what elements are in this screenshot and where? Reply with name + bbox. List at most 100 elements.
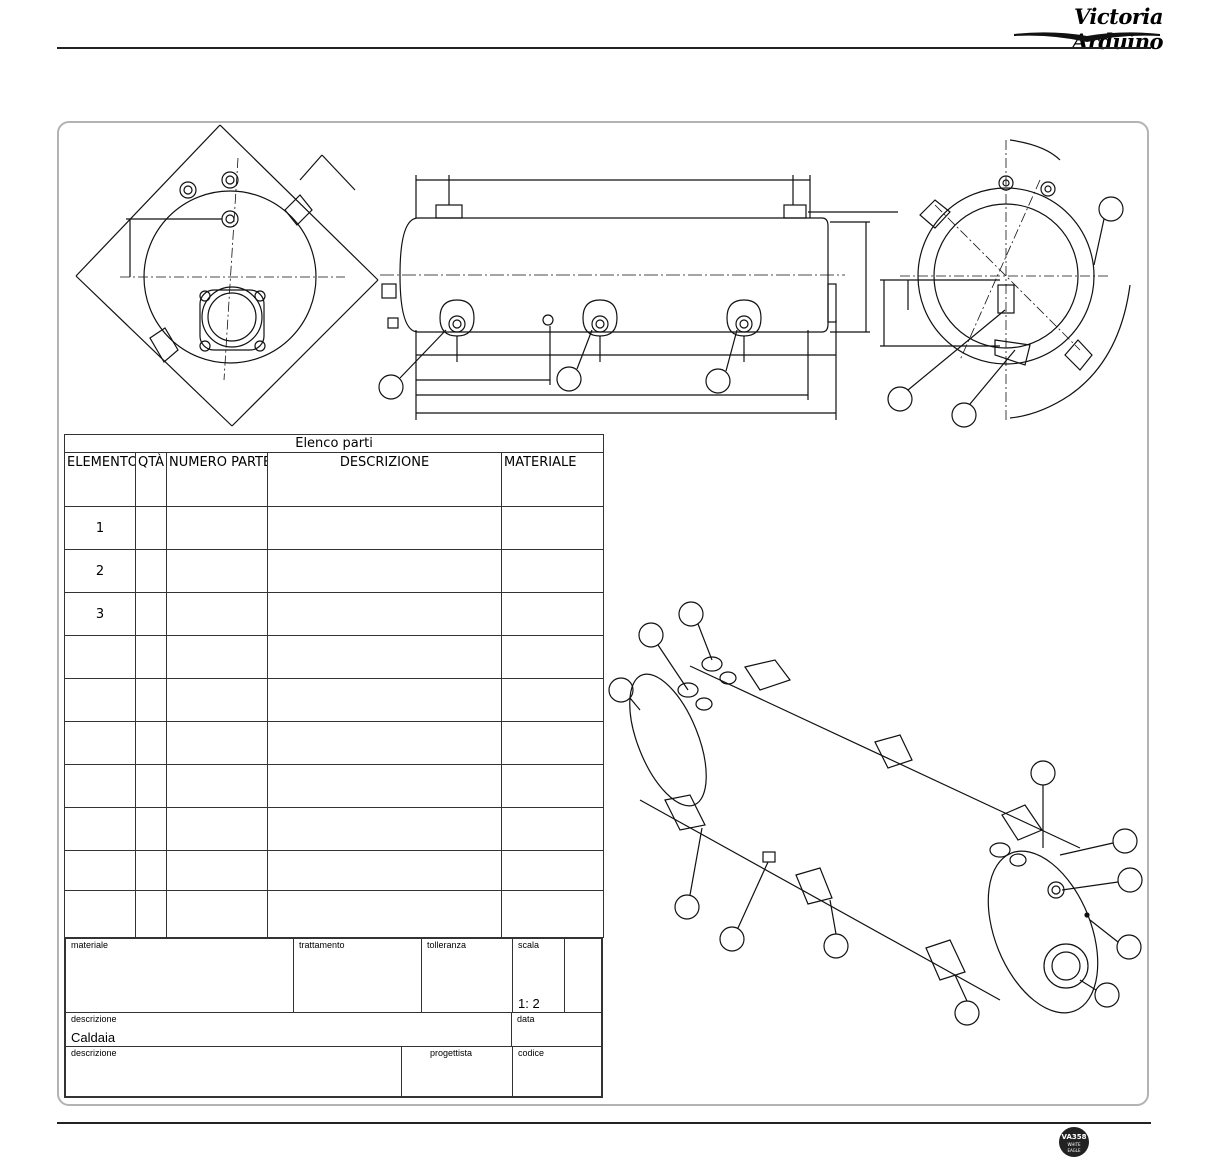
table-cell-qta	[136, 808, 167, 851]
table-cell-descrizione	[268, 851, 502, 891]
table-cell-qta	[136, 507, 167, 550]
table-cell-elemento	[65, 722, 136, 765]
table-cell-qta	[136, 851, 167, 891]
table-cell-elemento	[65, 636, 136, 679]
table-cell-numero-parte	[167, 851, 268, 891]
table-cell-descrizione	[268, 507, 502, 550]
tolleranza-label: tolleranza	[427, 940, 466, 950]
table-cell-descrizione	[268, 593, 502, 636]
table-cell-numero-parte	[167, 550, 268, 593]
codice-cell: codice	[512, 1046, 602, 1097]
table-cell-qta	[136, 679, 167, 722]
parts-list-title: Elenco parti	[65, 435, 604, 453]
data-label: data	[517, 1014, 535, 1024]
table-cell-numero-parte	[167, 722, 268, 765]
isometric-view	[609, 602, 1142, 1029]
table-cell-qta	[136, 636, 167, 679]
trattamento-cell: trattamento	[293, 938, 422, 1013]
table-cell-materiale	[502, 679, 604, 722]
progettista-cell: progettista	[401, 1046, 513, 1097]
table-cell-numero-parte	[167, 636, 268, 679]
rear-view	[880, 140, 1130, 427]
table-cell-elemento: 2	[65, 550, 136, 593]
badge-top-text: VA358	[1062, 1133, 1087, 1141]
va358-badge-icon: VA358 WHITE EAGLE	[1058, 1126, 1090, 1158]
footer-rule	[57, 1122, 1151, 1124]
scala-label: scala	[518, 940, 539, 950]
table-cell-materiale	[502, 507, 604, 550]
progettista-label: progettista	[430, 1048, 472, 1058]
parts-list-table: Elenco parti ELEMENTO QTÀ NUMERO PARTE D…	[64, 434, 604, 938]
column-header-elemento: ELEMENTO	[65, 453, 136, 507]
scala-value: 1: 2	[518, 996, 540, 1011]
table-cell-descrizione	[268, 679, 502, 722]
table-cell-materiale	[502, 765, 604, 808]
descrizione2-cell: descrizione	[65, 1046, 402, 1097]
table-cell-elemento	[65, 679, 136, 722]
materiale-cell: materiale	[65, 938, 294, 1013]
table-cell-numero-parte	[167, 891, 268, 938]
table-cell-numero-parte	[167, 765, 268, 808]
column-header-qta: QTÀ	[136, 453, 167, 507]
table-cell-materiale	[502, 891, 604, 938]
table-cell-descrizione	[268, 722, 502, 765]
table-row: 3	[65, 593, 604, 636]
trattamento-label: trattamento	[299, 940, 345, 950]
table-cell-elemento	[65, 851, 136, 891]
descrizione-label: descrizione	[71, 1014, 117, 1024]
table-cell-elemento	[65, 765, 136, 808]
parts-list-body: 123	[65, 507, 604, 938]
table-cell-qta	[136, 891, 167, 938]
table-cell-descrizione	[268, 808, 502, 851]
table-cell-descrizione	[268, 636, 502, 679]
table-cell-descrizione	[268, 550, 502, 593]
table-cell-materiale	[502, 808, 604, 851]
table-row	[65, 851, 604, 891]
table-row	[65, 808, 604, 851]
badge-bottom-text: EAGLE	[1067, 1148, 1081, 1153]
column-header-materiale: MATERIALE	[502, 453, 604, 507]
table-row	[65, 679, 604, 722]
table-cell-descrizione	[268, 765, 502, 808]
tolleranza-cell: tolleranza	[421, 938, 513, 1013]
table-cell-materiale	[502, 593, 604, 636]
data-cell: data	[511, 1012, 602, 1047]
table-row	[65, 765, 604, 808]
table-cell-qta	[136, 722, 167, 765]
title-block: materiale trattamento tolleranza scala 1…	[64, 937, 603, 1098]
descrizione2-label: descrizione	[71, 1048, 117, 1058]
scala-extra-cell	[564, 938, 602, 1013]
table-cell-elemento	[65, 891, 136, 938]
table-cell-qta	[136, 765, 167, 808]
descrizione-cell: descrizione Caldaia	[65, 1012, 512, 1047]
codice-label: codice	[518, 1048, 544, 1058]
table-cell-materiale	[502, 550, 604, 593]
column-header-numero-parte: NUMERO PARTE	[167, 453, 268, 507]
side-view	[379, 175, 898, 420]
table-cell-materiale	[502, 722, 604, 765]
descrizione-value: Caldaia	[71, 1030, 115, 1045]
parts-list-header-row: ELEMENTO QTÀ NUMERO PARTE DESCRIZIONE MA…	[65, 453, 604, 507]
table-row: 2	[65, 550, 604, 593]
table-cell-materiale	[502, 851, 604, 891]
table-cell-elemento: 3	[65, 593, 136, 636]
table-row	[65, 636, 604, 679]
table-cell-qta	[136, 550, 167, 593]
scala-cell: scala 1: 2	[512, 938, 565, 1013]
table-row	[65, 722, 604, 765]
table-cell-numero-parte	[167, 808, 268, 851]
table-cell-qta	[136, 593, 167, 636]
table-cell-numero-parte	[167, 507, 268, 550]
table-row: 1	[65, 507, 604, 550]
materiale-label: materiale	[71, 940, 108, 950]
table-cell-materiale	[502, 636, 604, 679]
table-cell-numero-parte	[167, 679, 268, 722]
column-header-descrizione: DESCRIZIONE	[268, 453, 502, 507]
front-view	[76, 125, 378, 426]
badge-mid-text: WHITE	[1067, 1142, 1081, 1147]
table-row	[65, 891, 604, 938]
table-cell-numero-parte	[167, 593, 268, 636]
table-cell-elemento: 1	[65, 507, 136, 550]
table-cell-descrizione	[268, 891, 502, 938]
table-cell-elemento	[65, 808, 136, 851]
